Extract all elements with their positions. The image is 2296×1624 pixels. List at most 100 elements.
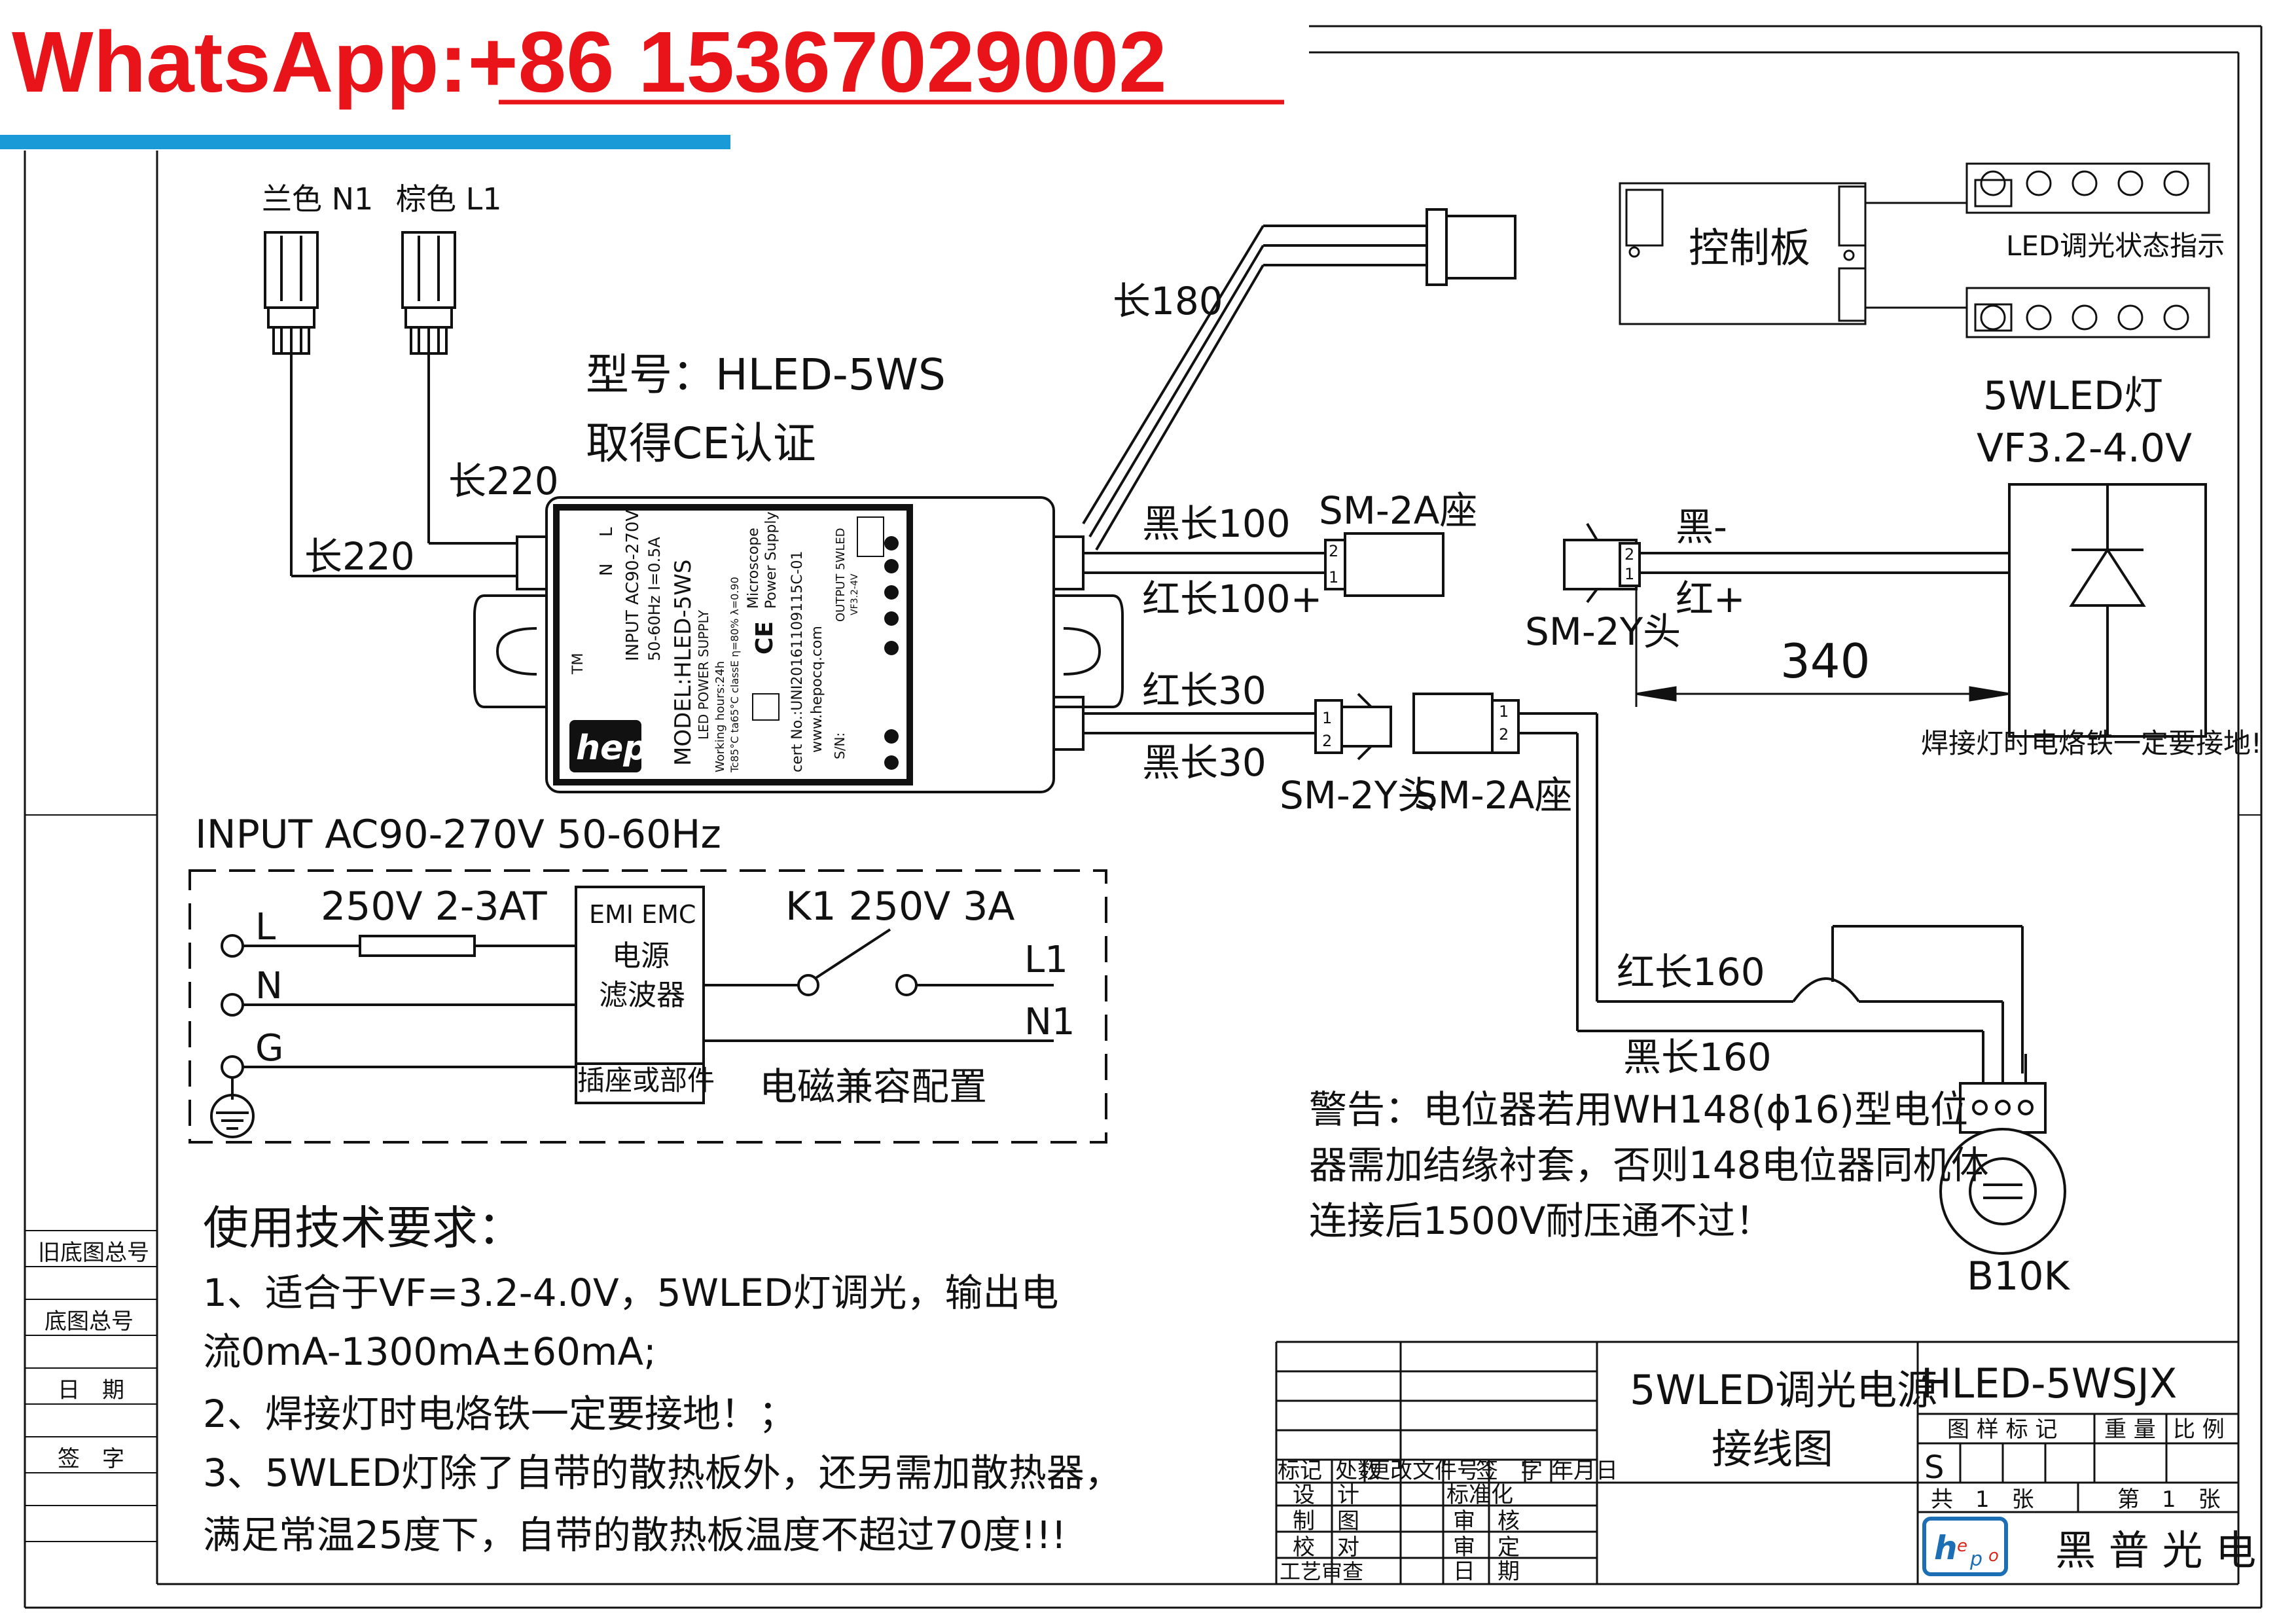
label-b10k: B10K: [1967, 1254, 2071, 1299]
requirements-line-5: 满足常温25度下，自带的散热板温度不超过70度!!!: [203, 1513, 1066, 1557]
sm2y-pin1-a: 1: [1322, 709, 1332, 727]
label-red-plus: 红+: [1676, 577, 1746, 621]
date-label-left: 日 期: [58, 1377, 124, 1403]
ps-l-label: L: [597, 527, 617, 537]
label-control-board: 控制板: [1689, 224, 1810, 272]
led-indicator-strip-top: [1965, 162, 2210, 214]
plug-n1: [264, 231, 517, 577]
label-red-30: 红长30: [1142, 668, 1266, 713]
title-block-drawing-number: HLED-5WSJX: [1921, 1360, 2177, 1407]
tb-design: 设 计: [1293, 1482, 1359, 1508]
title-block-title-line1: 5WLED调光电源: [1630, 1366, 1937, 1414]
potentiometer-wires: [1577, 925, 2024, 1074]
title-block-mark-s: S: [1924, 1449, 1944, 1486]
warning-line-1: 警告：电位器若用WH148(ϕ16)型电位: [1309, 1087, 1968, 1132]
schematic-filter-line1: 电源: [612, 939, 670, 973]
sm2a-pin1-a: 1: [1329, 568, 1338, 586]
label-model: 型号：HLED-5WS: [586, 350, 946, 400]
label-sm2a-seat-bottom: SM-2A座: [1414, 773, 1572, 818]
ps-n-label: N: [597, 564, 617, 576]
sm2y-pin2-b: 2: [1624, 545, 1634, 564]
ps-brand-line2: Power Supply: [763, 512, 780, 609]
drawing-frame: [24, 25, 2263, 1609]
control-board: [1619, 182, 1967, 325]
old-drawing-number-label: 旧底图总号: [38, 1240, 149, 1266]
schematic-emc-config: 电磁兼容配置: [759, 1064, 987, 1109]
ps-model: MODEL:HLED-5WS: [670, 560, 696, 766]
title-block-col-scale: 比 例: [2173, 1416, 2225, 1443]
requirements-line-1: 1、适合于VF=3.2-4.0V，5WLED灯调光，输出电: [203, 1271, 1059, 1315]
tb-date: 日 期: [1453, 1559, 1520, 1585]
label-ground-solder-iron: 焊接灯时电烙铁一定要接地!: [1921, 727, 2262, 759]
ps-type: LED POWER SUPPLY: [696, 609, 711, 740]
sm2a-pin2-b: 2: [1499, 725, 1509, 744]
schematic-emi-label: EMI EMC: [589, 900, 696, 929]
warning-line-3: 连接后1500V耐压通不过！: [1309, 1199, 1773, 1243]
tb-draw: 制 图: [1293, 1508, 1359, 1534]
label-blue-n1: 兰色 N1: [262, 181, 373, 217]
ps-tm-mark: TM: [570, 653, 586, 675]
svg-text:e: e: [1957, 1536, 1967, 1556]
tb-header-count: 处数: [1335, 1458, 1380, 1484]
label-red-160: 红长160: [1617, 950, 1765, 994]
schematic-input-title: INPUT AC90-270V 50-60Hz: [195, 812, 721, 857]
tb-header-date: 年月日: [1551, 1458, 1618, 1484]
title-block-col-weight: 重 量: [2104, 1416, 2156, 1443]
label-black-160: 黑长160: [1623, 1035, 1772, 1079]
company-logo: h e p o: [1922, 1517, 2008, 1576]
schematic-l1: L1: [1024, 939, 1068, 981]
left-side-block: [25, 1230, 157, 1542]
schematic-socket-label: 插座或部件: [577, 1064, 715, 1096]
led-indicator-strip-bottom: [1965, 287, 2210, 338]
plug-l1: [401, 231, 517, 545]
ps-serial: S/N:: [832, 732, 848, 759]
tb-header-mark: 标记: [1278, 1458, 1322, 1484]
schematic-l: L: [255, 906, 276, 948]
sm2y-pin2-a: 2: [1322, 732, 1332, 750]
label-length-180: 长180: [1113, 279, 1223, 323]
schematic-n: N: [255, 965, 283, 1007]
whatsapp-contact[interactable]: WhatsApp:+86 15367029002: [12, 14, 1167, 110]
led-lamp-wires: [1563, 522, 2009, 604]
hepo-logo-badge: [569, 720, 641, 772]
hepo-logo-text: hepo: [576, 729, 671, 768]
ps-recycle-box: [752, 693, 780, 721]
sign-label-left: 签 字: [58, 1446, 124, 1472]
label-led-dimming-indicator: LED调光状态指示: [2006, 230, 2225, 262]
label-length-220-right: 长220: [448, 459, 559, 503]
ps-website: www.hepocq.com: [809, 626, 825, 753]
schematic-n1: N1: [1024, 1001, 1075, 1043]
wire-pair-30: [1083, 693, 1598, 1031]
tb-review: 审 核: [1453, 1508, 1520, 1534]
ps-diode-box: [857, 516, 884, 557]
requirements-line-4: 3、5WLED灯除了自带的散热板外，还另需加散热器，: [203, 1451, 1122, 1495]
title-block-grid: [1275, 1341, 2238, 1584]
label-black-minus: 黑-: [1676, 505, 1727, 549]
label-ce-certified: 取得CE认证: [586, 418, 816, 469]
title-block-total-sheets: 共 1 张: [1931, 1487, 2034, 1513]
wire-pair-100: [1083, 532, 1444, 597]
sm2a-pin1-b: 1: [1499, 702, 1509, 721]
schematic-circuit: [210, 886, 1054, 1138]
tb-process: 工艺审查: [1280, 1559, 1363, 1584]
label-brown-l1: 棕色 L1: [396, 181, 502, 217]
warning-line-2: 器需加结缘衬套，否则148电位器同机体: [1309, 1143, 1989, 1187]
title-block-col-mark: 图 样 标 记: [1947, 1416, 2057, 1443]
tb-approve: 审 定: [1453, 1534, 1520, 1561]
svg-text:p: p: [1969, 1548, 1982, 1571]
ps-output: OUTPUT 5WLED: [834, 528, 848, 622]
ps-input-spec: INPUT AC90-270V: [623, 509, 643, 661]
sm2y-pin1-b: 1: [1624, 565, 1634, 583]
schematic-filter-line2: 滤波器: [599, 979, 685, 1012]
schematic-g: G: [255, 1027, 283, 1070]
base-drawing-number-label: 底图总号: [45, 1308, 134, 1335]
led-lamp-symbol: [2008, 483, 2207, 738]
ps-working-hours: Working hours:24h: [713, 661, 727, 772]
title-block-company: 黑 普 光 电: [2055, 1526, 2256, 1574]
requirements-line-3: 2、焊接灯时电烙铁一定要接地！；: [203, 1392, 797, 1436]
power-supply-label-panel: hepo TM INPUT AC90-270V 50-60Hz I=0.5A N…: [553, 504, 913, 785]
label-sm2y-head-right: SM-2Y头: [1525, 609, 1681, 654]
label-red-100: 红长100+: [1142, 577, 1322, 621]
title-block-title-line2: 接线图: [1712, 1425, 1833, 1473]
